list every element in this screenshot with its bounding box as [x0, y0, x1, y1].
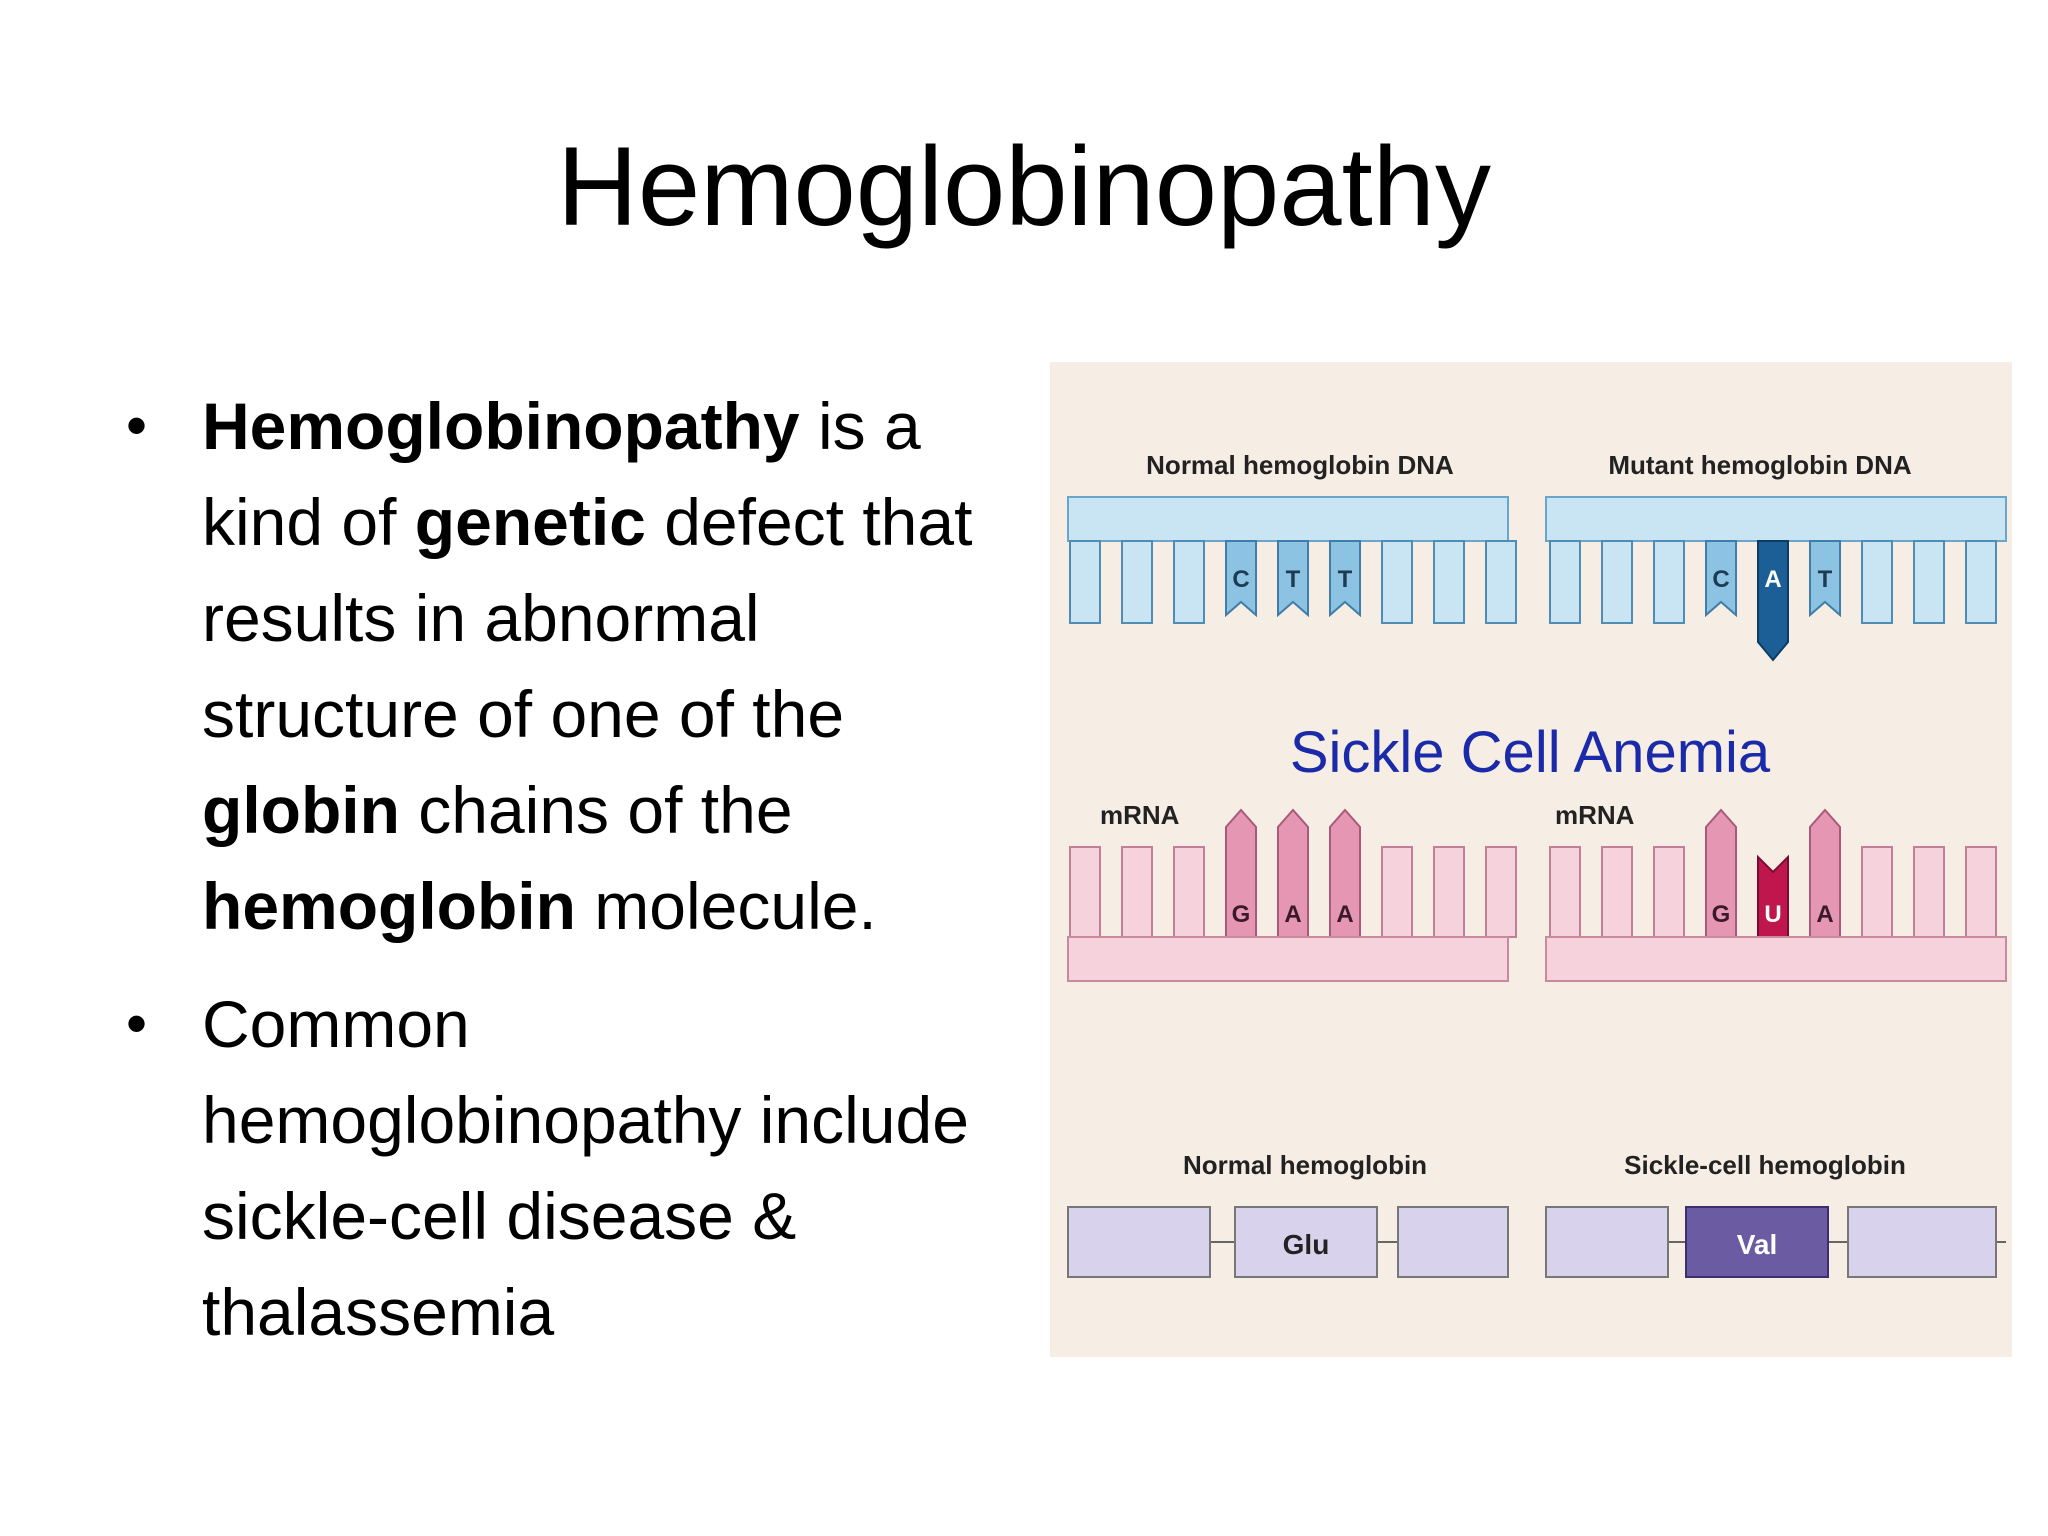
mrna-tooth — [1913, 846, 1945, 938]
dna-base — [1225, 540, 1257, 618]
normal-mrna-backbone — [1067, 936, 1509, 982]
mrna-label-left: mRNA — [1100, 800, 1180, 830]
mrna-tooth — [1601, 846, 1633, 938]
dna-tooth — [1069, 540, 1101, 624]
sickle-protein-segment — [1545, 1206, 1669, 1278]
dna-base — [1809, 540, 1841, 618]
bullet-text: is a kind of — [202, 389, 921, 559]
bullet-text: defect that results in abnormal structur… — [202, 485, 973, 751]
bullet-item: • Common hemoglobinopathy include sickle… — [120, 976, 1020, 1360]
dna-base — [1329, 540, 1361, 618]
mrna-tooth — [1861, 846, 1893, 938]
bullet-dot-icon: • — [126, 392, 148, 459]
dna-tooth — [1653, 540, 1685, 624]
mutant-mrna-backbone — [1545, 936, 2007, 982]
mrna-base-letter: G — [1712, 901, 1731, 928]
mutant-dna-backbone — [1545, 496, 2007, 542]
mrna-tooth — [1549, 846, 1581, 938]
dna-base — [1705, 540, 1737, 618]
glu-label: Glu — [1283, 1229, 1330, 1260]
slide-title: Hemoglobinopathy — [557, 124, 1491, 249]
sickle-protein-segment — [1847, 1206, 1997, 1278]
bullet-text: chains of the — [399, 773, 793, 847]
normal-protein-segment — [1397, 1206, 1509, 1278]
mrna-base-letter: A — [1284, 901, 1301, 928]
dna-tooth — [1861, 540, 1893, 624]
mrna-tooth — [1381, 846, 1413, 938]
mrna-base-letter: U — [1764, 901, 1781, 928]
mrna-tooth — [1121, 846, 1153, 938]
mrna-tooth — [1173, 846, 1205, 938]
normal-glu-residue — [1234, 1206, 1378, 1278]
bold-term: hemoglobin — [202, 869, 576, 943]
dna-tooth — [1549, 540, 1581, 624]
dna-tooth — [1601, 540, 1633, 624]
dna-tooth — [1381, 540, 1413, 624]
dna-base-letter: T — [1286, 566, 1301, 593]
dna-base-letter: T — [1338, 566, 1353, 593]
bullet-text: Common hemoglobinopathy include sickle-c… — [202, 987, 969, 1349]
mrna-tooth — [1965, 846, 1997, 938]
mrna-base-letter: A — [1816, 901, 1833, 928]
normal-protein-segment — [1067, 1206, 1211, 1278]
mutant-dna-label: Mutant hemoglobin DNA — [1608, 450, 1912, 480]
dna-tooth — [1433, 540, 1465, 624]
mrna-tooth — [1433, 846, 1465, 938]
sickle-hemoglobin-label: Sickle-cell hemoglobin — [1624, 1150, 1906, 1180]
dna-base — [1277, 540, 1309, 618]
sickle-cell-anemia-title: Sickle Cell Anemia — [1290, 720, 1771, 785]
dna-base-letter: C — [1712, 566, 1729, 593]
mrna-tooth — [1485, 846, 1517, 938]
dna-tooth — [1913, 540, 1945, 624]
dna-base-letter: C — [1232, 566, 1249, 593]
normal-hemoglobin-label: Normal hemoglobin — [1183, 1150, 1427, 1180]
normal-dna-backbone — [1067, 496, 1509, 542]
dna-tooth — [1173, 540, 1205, 624]
dna-tooth — [1485, 540, 1517, 624]
mrna-tooth — [1069, 846, 1101, 938]
dna-base-letter: T — [1818, 566, 1833, 593]
mrna-base-letter: A — [1336, 901, 1353, 928]
mutant-dna-base — [1757, 540, 1789, 662]
sickle-val-residue — [1685, 1206, 1829, 1278]
bullet-list: • Hemoglobinopathy is a kind of genetic … — [120, 378, 1020, 1382]
normal-dna-label: Normal hemoglobin DNA — [1146, 450, 1454, 480]
bullet-text: molecule. — [575, 869, 877, 943]
val-label: Val — [1737, 1229, 1777, 1260]
bold-term: genetic — [414, 485, 646, 559]
bold-term: globin — [202, 773, 400, 847]
mrna-label-right: mRNA — [1555, 800, 1635, 830]
bullet-dot-icon: • — [126, 990, 148, 1057]
diagram-svg: Normal hemoglobin DNA Mutant hemoglobin … — [1067, 450, 2007, 1278]
dna-tooth — [1965, 540, 1997, 624]
bold-term: Hemoglobinopathy — [202, 389, 800, 463]
mrna-tooth — [1653, 846, 1685, 938]
mrna-base-letter: G — [1232, 901, 1251, 928]
sickle-cell-diagram: Normal hemoglobin DNA Mutant hemoglobin … — [1050, 362, 2012, 1357]
bullet-item: • Hemoglobinopathy is a kind of genetic … — [120, 378, 1020, 954]
dna-base-letter: A — [1764, 566, 1781, 593]
dna-tooth — [1121, 540, 1153, 624]
